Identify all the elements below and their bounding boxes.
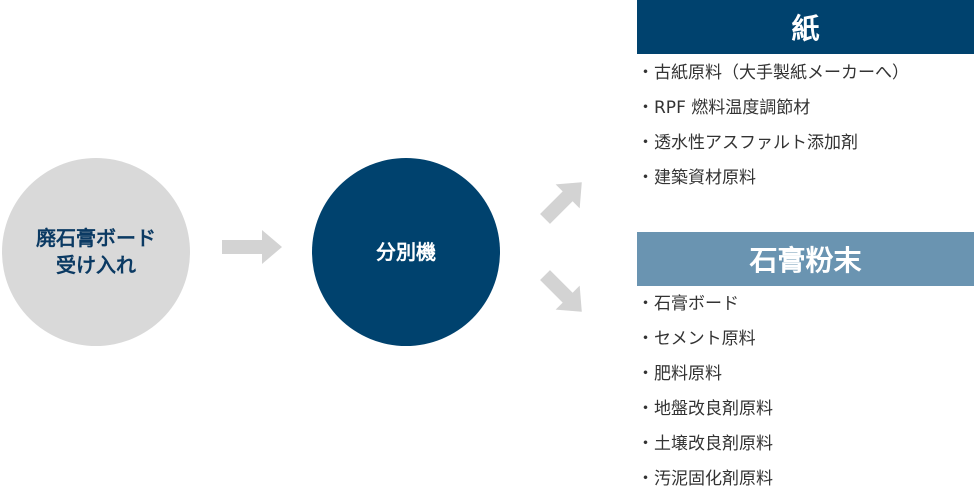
list-item: セメント原料 [637,322,773,357]
list-item: 汚泥固化剤原料 [637,462,773,497]
paper-header: 紙 [637,0,974,54]
list-item: 石膏ボード [637,287,773,322]
paper-uses-list: 古紙原料（大手製紙メーカーへ） RPF 燃料温度調節材 透水性アスファルト添加剤… [637,56,909,196]
list-item: 古紙原料（大手製紙メーカーへ） [637,56,909,91]
gypsum-powder-header: 石膏粉末 [637,232,974,286]
input-label-line1: 廃石膏ボード [36,226,156,250]
gypsum-uses-list: 石膏ボード セメント原料 肥料原料 地盤改良剤原料 土壌改良剤原料 汚泥固化剤原… [637,287,773,497]
arrow-right-icon [222,230,282,264]
list-item: 建築資材原料 [637,161,909,196]
list-item: 地盤改良剤原料 [637,392,773,427]
list-item: 土壌改良剤原料 [637,427,773,462]
list-item: 肥料原料 [637,357,773,392]
sorter-label: 分別機 [376,239,436,264]
list-item: 透水性アスファルト添加剤 [637,126,909,161]
input-circle: 廃石膏ボード受け入れ [2,158,190,346]
list-item: RPF 燃料温度調節材 [637,91,909,126]
arrow-down-right-icon [540,270,582,312]
arrow-up-right-icon [540,182,582,224]
sorter-circle: 分別機 [312,158,500,346]
input-label-line2: 受け入れ [56,253,136,277]
